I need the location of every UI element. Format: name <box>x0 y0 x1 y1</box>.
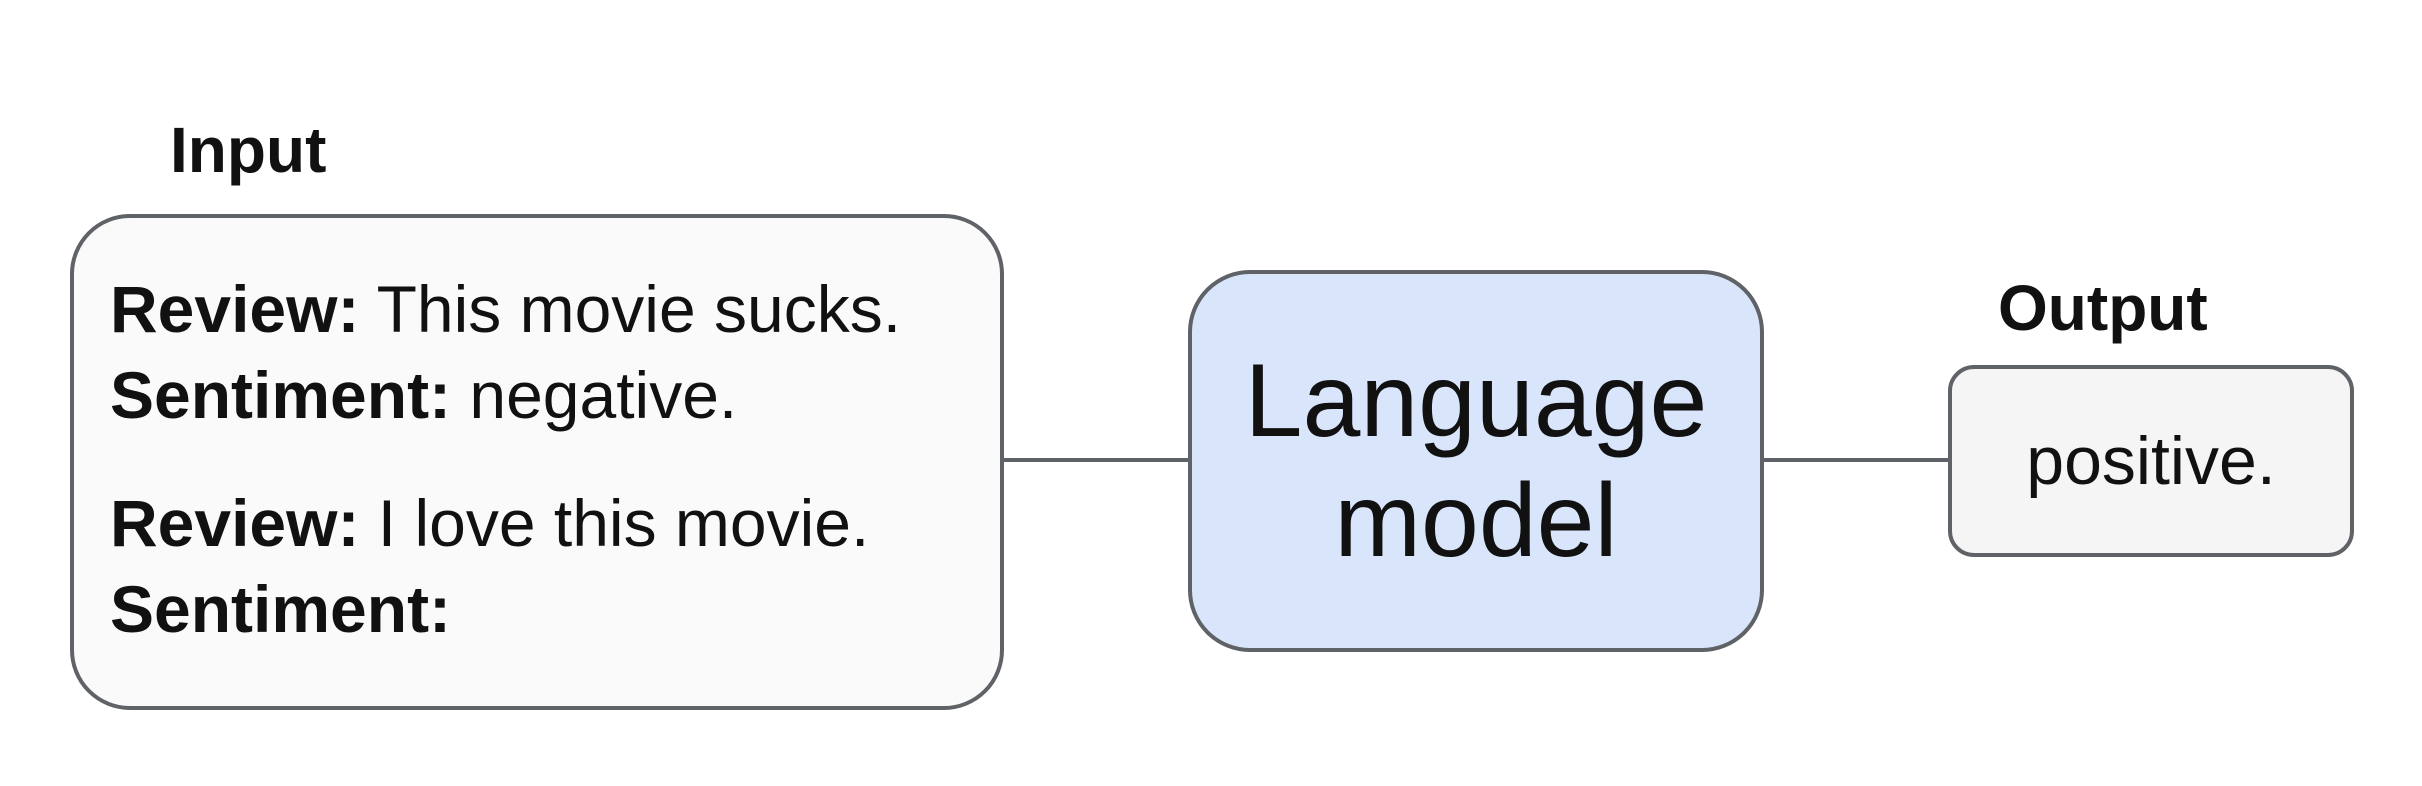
sentiment-line: Sentiment: <box>110 566 869 652</box>
input-box: Review: This movie sucks. Sentiment: neg… <box>70 214 1004 710</box>
input-title: Input <box>170 114 327 186</box>
review-key: Review: <box>110 272 360 346</box>
output-box: positive. <box>1948 365 2354 557</box>
sentiment-key: Sentiment: <box>110 572 452 646</box>
sentiment-text: negative. <box>469 358 738 432</box>
output-value: positive. <box>2026 423 2276 499</box>
sentiment-key: Sentiment: <box>110 358 452 432</box>
language-model-label-line-2: model <box>1334 463 1618 579</box>
input-example: Review: This movie sucks. Sentiment: neg… <box>110 266 901 438</box>
review-key: Review: <box>110 486 360 560</box>
output-title: Output <box>1998 272 2208 344</box>
language-model-box: Language model <box>1188 270 1764 652</box>
review-line: Review: I love this movie. <box>110 480 869 566</box>
model-to-output-connector <box>1760 458 1950 462</box>
language-model-label: Language model <box>1192 341 1760 581</box>
language-model-label-line-1: Language <box>1244 343 1708 459</box>
review-text: This movie sucks. <box>376 272 902 346</box>
review-text: I love this movie. <box>377 486 870 560</box>
input-to-model-connector <box>1000 458 1190 462</box>
input-example: Review: I love this movie. Sentiment: <box>110 480 869 652</box>
review-line: Review: This movie sucks. <box>110 266 901 352</box>
sentiment-line: Sentiment: negative. <box>110 352 901 438</box>
